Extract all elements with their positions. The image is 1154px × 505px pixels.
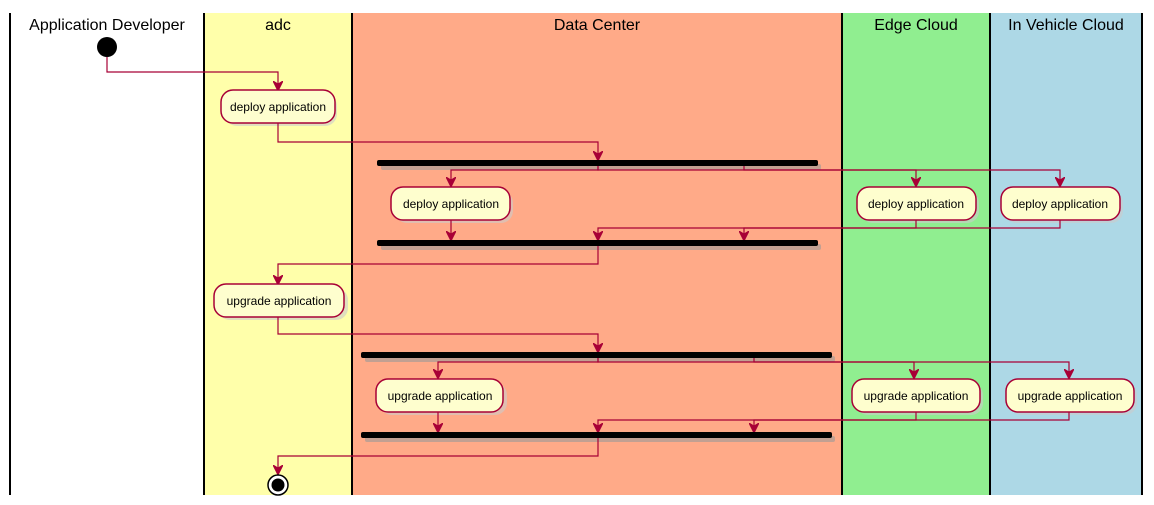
flow-arrow <box>277 123 598 160</box>
flow-arrow <box>744 220 1061 240</box>
lane-bg-app-dev <box>10 13 204 495</box>
start-node <box>97 37 117 57</box>
activity-dc-deploy-label: deploy application <box>403 197 499 211</box>
flow-arrow <box>278 246 599 284</box>
flow-arrow <box>277 317 598 352</box>
fork-bar <box>377 160 818 166</box>
lane-title-data-center: Data Center <box>554 17 641 34</box>
lane-title-adc: adc <box>265 17 291 34</box>
activity-adc-upgrade-label: upgrade application <box>227 294 332 308</box>
lane-bg-edge-cloud <box>842 13 990 495</box>
lane-title-edge-cloud: Edge Cloud <box>874 17 958 34</box>
activity-dc-upgrade-label: upgrade application <box>388 389 493 403</box>
lane-title-app-dev: Application Developer <box>29 17 185 34</box>
flow-arrow <box>106 57 278 90</box>
flow-arrow <box>743 166 1060 186</box>
activity-ivc-upgrade <box>1005 378 1135 413</box>
activity-edge-deploy-label: deploy application <box>868 197 964 211</box>
lane-title-in-vehicle-cloud: In Vehicle Cloud <box>1008 17 1124 34</box>
activity-dc-upgrade <box>375 378 504 413</box>
flow-arrow <box>753 358 1069 378</box>
activity-ivc-deploy-label: deploy application <box>1012 197 1108 211</box>
activity-adc-upgrade <box>213 283 345 318</box>
lane-bg-in-vehicle-cloud <box>990 13 1142 495</box>
join-bar <box>361 432 832 438</box>
activity-adc-deploy-label: deploy application <box>230 100 326 114</box>
end-node-inner <box>271 478 285 492</box>
activity-ivc-upgrade-label: upgrade application <box>1018 389 1123 403</box>
lane-bg-data-center <box>352 13 842 495</box>
activity-edge-upgrade-label: upgrade application <box>864 389 969 403</box>
fork-bar <box>361 352 832 358</box>
join-bar <box>377 240 818 246</box>
flow-arrow <box>278 438 599 474</box>
flow-arrow <box>754 412 1070 432</box>
